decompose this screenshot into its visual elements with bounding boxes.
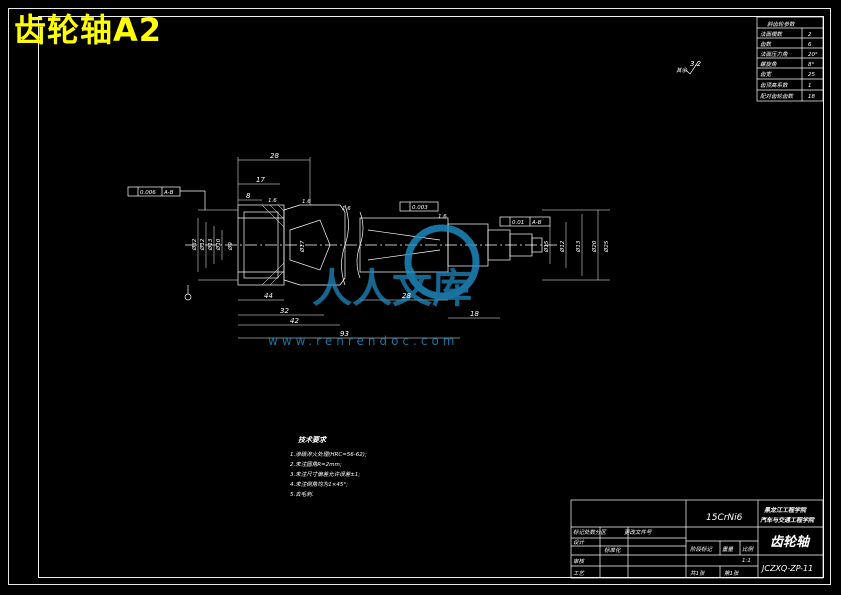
material: 15CrNi6 xyxy=(706,513,743,523)
outer-border xyxy=(8,8,831,585)
svg-text:1.6: 1.6 xyxy=(302,199,311,205)
svg-text:更改文件号: 更改文件号 xyxy=(624,529,652,536)
drawing-number: JCZXQ-ZP-11 xyxy=(760,564,813,573)
gear-param-text: 斜齿轮参数 法面模数 2 齿数 6 法面压力角 20° 螺旋角 8° 齿宽 25… xyxy=(760,21,818,100)
roughness-value: 3.2 xyxy=(690,60,702,68)
svg-text:44: 44 xyxy=(264,292,273,300)
svg-text:3.未注尺寸偏差允许误差±1;: 3.未注尺寸偏差允许误差±1; xyxy=(290,471,360,478)
tech-req-heading: 技术要求 xyxy=(298,435,327,444)
svg-text:0.01: 0.01 xyxy=(512,220,524,226)
svg-text:1:1: 1:1 xyxy=(742,558,751,564)
gear-parameter-table xyxy=(756,16,824,102)
svg-text:Ø32: Ø32 xyxy=(191,238,198,251)
part-name: 齿轮轴 xyxy=(770,534,811,550)
svg-text:设计: 设计 xyxy=(573,539,585,546)
svg-text:6: 6 xyxy=(808,42,812,48)
svg-text:齿宽: 齿宽 xyxy=(760,71,773,78)
shaft-drawing xyxy=(127,157,610,339)
svg-text:32: 32 xyxy=(280,307,289,315)
svg-text:18: 18 xyxy=(470,310,479,318)
watermark-url: www.renrendoc.com xyxy=(268,334,458,348)
watermark-logo-text: 人人文库 xyxy=(312,266,472,312)
svg-text:17: 17 xyxy=(256,176,265,184)
school-line-1: 黑龙江工程学院 xyxy=(764,506,807,514)
svg-text:标准化: 标准化 xyxy=(604,547,622,554)
svg-text:第1张: 第1张 xyxy=(724,570,740,577)
svg-text:Ø15: Ø15 xyxy=(543,240,550,253)
svg-text:1.6: 1.6 xyxy=(438,214,447,220)
svg-text:0.006: 0.006 xyxy=(140,190,156,196)
title-block-lines xyxy=(570,499,824,579)
dimension-labels: 28 17 8 1.6 1.6 1.6 1.6 44 32 42 93 28 1… xyxy=(140,152,610,338)
watermark: 人人文库 www.renrendoc.com xyxy=(268,224,480,348)
svg-text:Ø10: Ø10 xyxy=(215,238,222,251)
school-line-2: 汽车与交通工程学院 xyxy=(760,516,815,524)
svg-text:Ø13: Ø13 xyxy=(207,238,214,251)
drawing-border xyxy=(38,16,824,578)
svg-text:1.渗碳淬火处理(HRC=56-62);: 1.渗碳淬火处理(HRC=56-62); xyxy=(290,451,367,458)
sheet-title: 齿轮轴A2 xyxy=(14,11,163,49)
svg-text:齿顶高系数: 齿顶高系数 xyxy=(760,82,789,89)
svg-text:工艺: 工艺 xyxy=(573,570,586,577)
svg-text:Ø13: Ø13 xyxy=(575,240,582,253)
svg-text:法面模数: 法面模数 xyxy=(760,31,784,38)
svg-text:配对齿轮齿数: 配对齿轮齿数 xyxy=(760,93,795,100)
svg-text:25: 25 xyxy=(808,72,815,78)
gear-table-heading: 斜齿轮参数 xyxy=(767,21,796,28)
svg-text:Ø20: Ø20 xyxy=(591,240,598,253)
svg-text:2: 2 xyxy=(808,32,812,38)
svg-text:8°: 8° xyxy=(808,62,814,68)
svg-text:A-B: A-B xyxy=(531,220,542,226)
svg-text:审核: 审核 xyxy=(573,558,586,565)
svg-text:42: 42 xyxy=(290,317,299,325)
svg-text:Ø9: Ø9 xyxy=(227,242,234,251)
svg-text:1.6: 1.6 xyxy=(268,198,277,204)
svg-text:螺旋角: 螺旋角 xyxy=(760,61,777,68)
svg-text:28: 28 xyxy=(270,152,279,160)
svg-text:2.未注圆角R=2mm;: 2.未注圆角R=2mm; xyxy=(290,461,342,468)
svg-text:18: 18 xyxy=(808,94,815,100)
svg-text:1: 1 xyxy=(808,83,812,89)
svg-text:0.003: 0.003 xyxy=(412,205,428,211)
svg-text:阶段标记: 阶段标记 xyxy=(690,546,713,553)
svg-text:1.6: 1.6 xyxy=(342,206,351,212)
svg-text:8: 8 xyxy=(246,192,251,200)
svg-text:Ø17: Ø17 xyxy=(299,240,306,253)
title-block-text: 15CrNi6 黑龙江工程学院 汽车与交通工程学院 齿轮轴 JCZXQ-ZP-1… xyxy=(573,506,815,577)
svg-text:齿数: 齿数 xyxy=(760,41,773,48)
technical-requirements: 技术要求 1.渗碳淬火处理(HRC=56-62); 2.未注圆角R=2mm; 3… xyxy=(290,435,367,498)
svg-text:4.未注倒角均为1×45°;: 4.未注倒角均为1×45°; xyxy=(290,481,348,488)
svg-text:Ø25: Ø25 xyxy=(603,240,610,253)
svg-text:20°: 20° xyxy=(808,52,818,58)
svg-text:93: 93 xyxy=(340,330,349,338)
svg-text:Ø12: Ø12 xyxy=(199,238,206,251)
svg-text:28: 28 xyxy=(402,292,411,300)
svg-text:A-B: A-B xyxy=(163,190,174,196)
svg-text:Ø12: Ø12 xyxy=(559,240,566,253)
svg-text:共1张: 共1张 xyxy=(690,570,706,577)
roughness-label: 其余 xyxy=(676,67,689,74)
svg-text:重量: 重量 xyxy=(722,546,734,553)
svg-text:比例: 比例 xyxy=(742,546,755,553)
svg-text:标记处数分区: 标记处数分区 xyxy=(573,529,608,536)
svg-text:法面压力角: 法面压力角 xyxy=(760,51,788,58)
svg-text:5.去毛刺.: 5.去毛刺. xyxy=(290,491,314,498)
